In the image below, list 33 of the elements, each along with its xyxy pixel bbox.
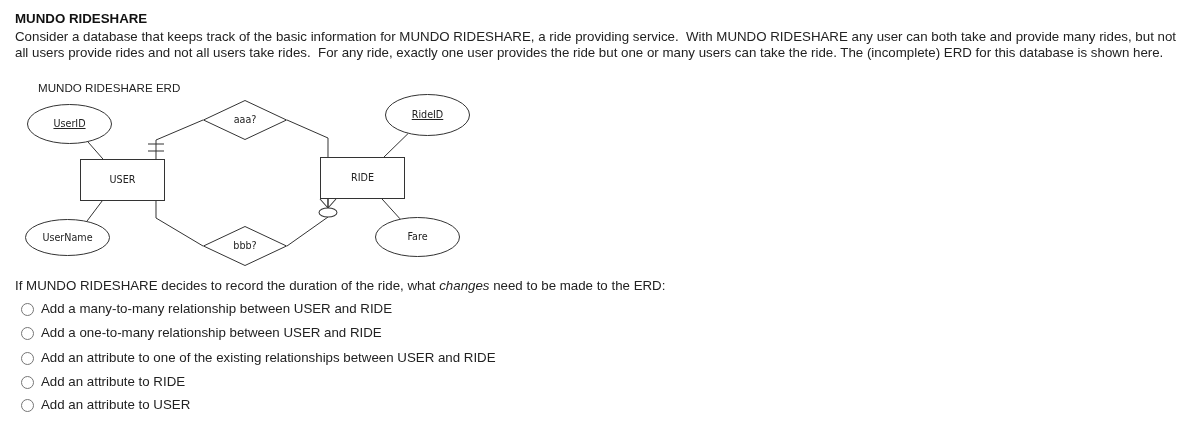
diagram-heading: MUNDO RIDESHARE ERD [38, 80, 181, 94]
entity-label: USER [109, 174, 136, 186]
entity-label: RIDE [351, 172, 374, 184]
attribute-label: UserName [42, 231, 93, 244]
connector-line [383, 133, 409, 158]
attribute-ellipse [375, 217, 460, 257]
relationship-label: aaa? [233, 114, 257, 126]
relationship-diamond [203, 226, 287, 266]
connector-line [86, 200, 103, 222]
option-text: Add a many-to-many relationship between USER and RIDE [41, 301, 393, 316]
relationship-label: bbb? [233, 240, 257, 252]
attribute-ellipse [25, 219, 110, 256]
option-text: Add an attribute to one of the existing relationships between USER and RIDE [41, 349, 496, 365]
entity-box [320, 157, 405, 199]
option-text: Add a one-to-many relationship between USER and RIDE [41, 325, 382, 340]
attribute-label: Fare [407, 231, 428, 243]
relationship-diamond [203, 100, 287, 140]
connector-line [155, 200, 204, 247]
description-text: Consider a database that keeps track of the basic information for MUNDO RIDESHARE, a ride providing service. With MUNDO RIDESHARE any user can both take and provide many rides, but not all users provide rides and not all users take rides. For any ride, exactly one user provides the ride but one or many users can take the ride. The (incomplete) ERD for this database is shown here. [15, 29, 1178, 61]
option-text: Add an attribute to RIDE [41, 373, 186, 389]
attribute-label: RideID [411, 109, 444, 121]
connector-line [148, 119, 204, 160]
attribute-label: UserID [53, 118, 86, 130]
connector-line [381, 198, 401, 220]
connector-line [286, 198, 338, 247]
attribute-ellipse [385, 94, 470, 136]
option-text: Add an attribute to USER [41, 397, 191, 412]
connector-line [286, 119, 329, 158]
connector-line [87, 141, 104, 160]
entity-box [80, 159, 165, 201]
question-text: If MUNDO RIDESHARE decides to record the duration of the ride, what changes need to be made to the ERD: [15, 277, 666, 293]
attribute-ellipse [27, 104, 112, 144]
page-title: MUNDO RIDESHARE [15, 11, 148, 26]
